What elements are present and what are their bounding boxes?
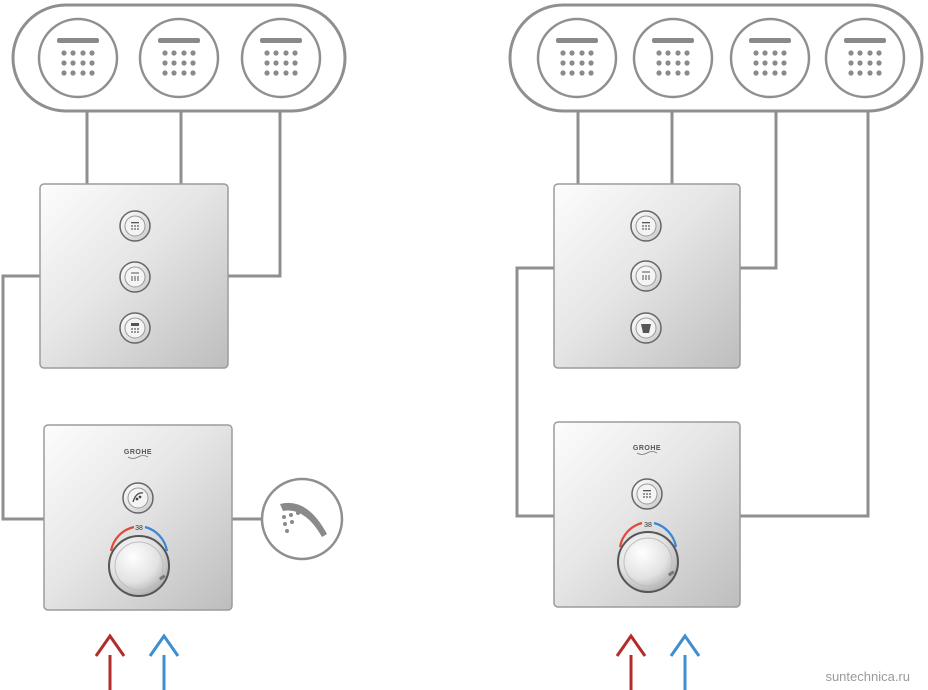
watermark: suntechnica.ru <box>825 669 910 684</box>
shower-jet-icon <box>844 38 886 76</box>
right-system: GROHE 38 <box>508 3 924 690</box>
shower-jet-icon <box>652 38 694 76</box>
temperature-mark: 38 <box>135 525 143 532</box>
left-selector-button-3[interactable] <box>119 312 151 344</box>
brand-logo: GROHE <box>633 445 661 452</box>
right-selector-button-1[interactable] <box>630 210 662 242</box>
left-pipes <box>1 111 282 521</box>
right-overhead-jet-1 <box>536 17 618 99</box>
shower-jet-icon <box>556 38 598 76</box>
right-overhead-jet-2 <box>632 17 714 99</box>
spray-mode-icon <box>642 222 650 230</box>
rain-mode-icon <box>642 271 650 280</box>
right-temperature-knob[interactable] <box>617 531 679 593</box>
right-selector-button-3[interactable] <box>630 312 662 344</box>
right-hot-inlet-arrow <box>615 633 647 690</box>
rain-mode-icon <box>131 272 139 281</box>
left-selector-button-2[interactable] <box>119 261 151 293</box>
bucket-icon <box>641 324 651 333</box>
spray-mode-icon <box>131 222 139 230</box>
right-selector-panel <box>553 183 741 369</box>
hand-shower <box>260 477 344 561</box>
right-thermostat-button[interactable] <box>631 478 663 510</box>
right-thermostat-panel: GROHE 38 <box>553 421 741 608</box>
left-hot-inlet-arrow <box>94 633 126 690</box>
left-temperature-knob[interactable] <box>108 535 170 597</box>
shower-jet-icon <box>57 38 99 76</box>
left-selector-button-1[interactable] <box>119 210 151 242</box>
right-overhead-jet-4 <box>824 17 906 99</box>
right-selector-button-2[interactable] <box>630 260 662 292</box>
shower-jet-icon <box>260 38 302 76</box>
left-overhead-jet-3 <box>240 17 322 99</box>
right-overhead-jet-3 <box>729 17 811 99</box>
left-thermostat-panel: GROHE 38 <box>43 424 233 611</box>
hand-shower-icon <box>132 492 144 503</box>
jet-mode-icon <box>131 323 139 333</box>
temperature-mark: 38 <box>644 522 652 529</box>
shower-jet-icon <box>749 38 791 76</box>
hot-range-arc <box>618 521 643 548</box>
hand-shower-icon <box>280 502 327 537</box>
hot-range-arc <box>109 525 135 552</box>
left-system: GROHE 38 <box>1 3 347 690</box>
cold-range-arc <box>144 525 169 552</box>
left-selector-panel <box>39 183 229 369</box>
right-overhead-bar <box>508 3 924 113</box>
left-thermostat-button[interactable] <box>122 482 154 514</box>
left-overhead-jet-1 <box>37 17 119 99</box>
left-overhead-jet-2 <box>138 17 220 99</box>
right-cold-inlet-arrow <box>669 633 701 690</box>
left-cold-inlet-arrow <box>148 633 180 690</box>
right-pipes <box>515 111 870 518</box>
cold-range-arc <box>653 521 678 548</box>
shower-jet-icon <box>158 38 200 76</box>
spray-mode-icon <box>643 490 651 498</box>
brand-logo: GROHE <box>124 449 152 456</box>
